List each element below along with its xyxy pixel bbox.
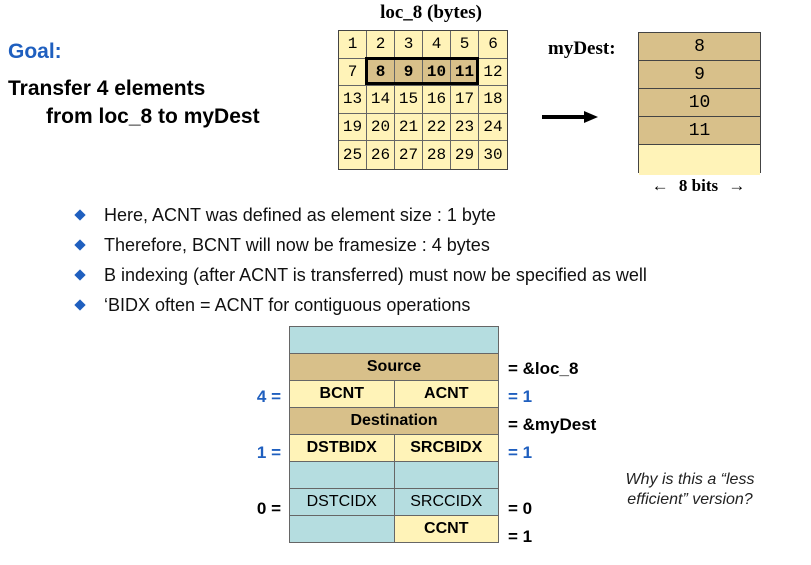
grid-cell: 24 [479,114,507,142]
grid-cell: 25 [339,141,367,169]
mydest-cell: 9 [639,61,760,89]
bit-width-label: ← 8 bits → [638,176,759,196]
grid-cell: 21 [395,113,423,142]
right-arrow-icon: → [728,176,746,195]
grid-cell: 18 [479,86,507,114]
mydest-cell [639,145,760,175]
grid-cell: 7 [339,58,367,87]
grid-cell: 15 [395,86,423,114]
dstbidx-value-label: 1 = [256,443,281,462]
mydest-cell: 8 [639,33,760,61]
mydest-label: myDest: [548,38,616,59]
loc-grid-title: loc_8 (bytes) [380,2,482,23]
dstbidx-field: DSTBIDX [289,434,395,462]
destination-value-label: = &myDest [508,415,597,434]
srcbidx-field: SRCBIDX [393,434,499,462]
goal-line-1: Transfer 4 elements [8,77,206,100]
grid-cell: 27 [395,141,423,169]
list-item: Therefore, BCNT will now be framesize : … [72,230,647,260]
source-value-label: = &loc_8 [508,359,579,378]
link-field [289,461,395,489]
grid-cell: 6 [479,31,507,59]
grid-cell: 10 [423,58,451,87]
list-item: ‘BIDX often = ACNT for contiguous operat… [72,290,647,320]
srccidx-field: SRCCIDX [393,488,499,516]
arrow-right-icon [542,111,598,123]
grid-cell: 11 [451,58,479,87]
srcbidx-value-label: = 1 [508,443,533,462]
source-field: Source [289,353,499,381]
grid-cell: 12 [479,59,507,87]
grid-cell: 28 [423,141,451,169]
destination-field: Destination [289,407,499,435]
grid-cell: 16 [423,86,451,114]
param-table: Source BCNT ACNT Destination DSTBIDX SRC… [289,326,499,543]
grid-cell: 13 [339,86,367,114]
dstcidx-field: DSTCIDX [289,488,395,516]
mydest-cell: 11 [639,117,760,145]
bullet-list: Here, ACNT was defined as element size :… [72,200,647,320]
grid-cell: 29 [451,141,479,169]
grid-cell: 1 [339,31,367,59]
grid-cell: 4 [423,31,451,59]
bcntrld-field [393,461,499,489]
grid-cell: 20 [367,113,395,142]
diamond-bullet-icon [74,299,86,311]
grid-cell: 17 [451,86,479,114]
acnt-field: ACNT [393,380,499,408]
grid-cell: 30 [483,146,503,165]
list-item: Here, ACNT was defined as element size :… [72,200,647,230]
reserved-field [289,515,395,543]
grid-cell: 5 [451,31,479,59]
grid-cell: 23 [451,113,479,142]
bit-width-text: 8 bits [678,176,719,195]
diamond-bullet-icon [74,269,86,281]
grid-cell: 2 [367,31,395,59]
dstcidx-value-label: 0 = [256,499,281,518]
options-row [289,326,499,354]
list-item: B indexing (after ACNT is transferred) m… [72,260,647,290]
bcnt-field: BCNT [289,380,395,408]
goal-label: Goal: [8,40,62,63]
ccnt-value-label: = 1 [508,527,533,546]
question-text: Why is this a “less efficient” version? [625,471,755,508]
bcnt-value-label: 4 = [256,387,281,406]
ccnt-field: CCNT [393,515,499,543]
srccidx-value-label: = 0 [508,499,533,518]
acnt-value-label: = 1 [508,387,533,406]
grid-cell: 22 [423,113,451,142]
goal-line-2: from loc_8 to myDest [46,105,260,128]
mydest-cell: 10 [639,89,760,117]
grid-cell: 3 [395,31,423,59]
diamond-bullet-icon [74,239,86,251]
grid-cell: 9 [395,58,423,87]
grid-cell: 8 [367,58,395,87]
grid-cell: 14 [367,86,395,114]
grid-cell: 19 [339,113,367,142]
left-arrow-icon: ← [651,176,669,195]
diamond-bullet-icon [74,209,86,221]
grid-cell: 26 [367,141,395,169]
